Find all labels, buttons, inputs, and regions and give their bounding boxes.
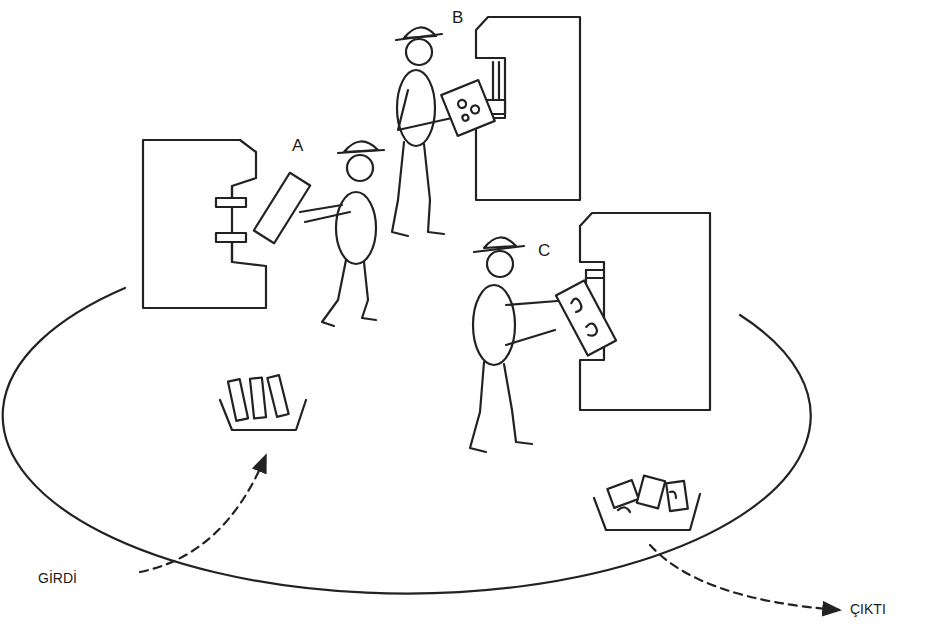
output-label: ÇIKTI [850,602,886,616]
input-label: GİRDİ [38,571,77,585]
worker-letter: C [538,242,550,259]
input-bin [220,375,306,430]
output-arrow [650,545,840,610]
press-machine [143,140,266,308]
press-machine [476,17,580,200]
input-arrow [140,455,266,572]
worker-figure [254,141,384,326]
worker-figure [470,237,616,452]
output-bin [594,476,700,530]
worker-figure [392,27,495,236]
worker-letter: B [452,9,463,26]
worker-letter: A [292,137,303,154]
